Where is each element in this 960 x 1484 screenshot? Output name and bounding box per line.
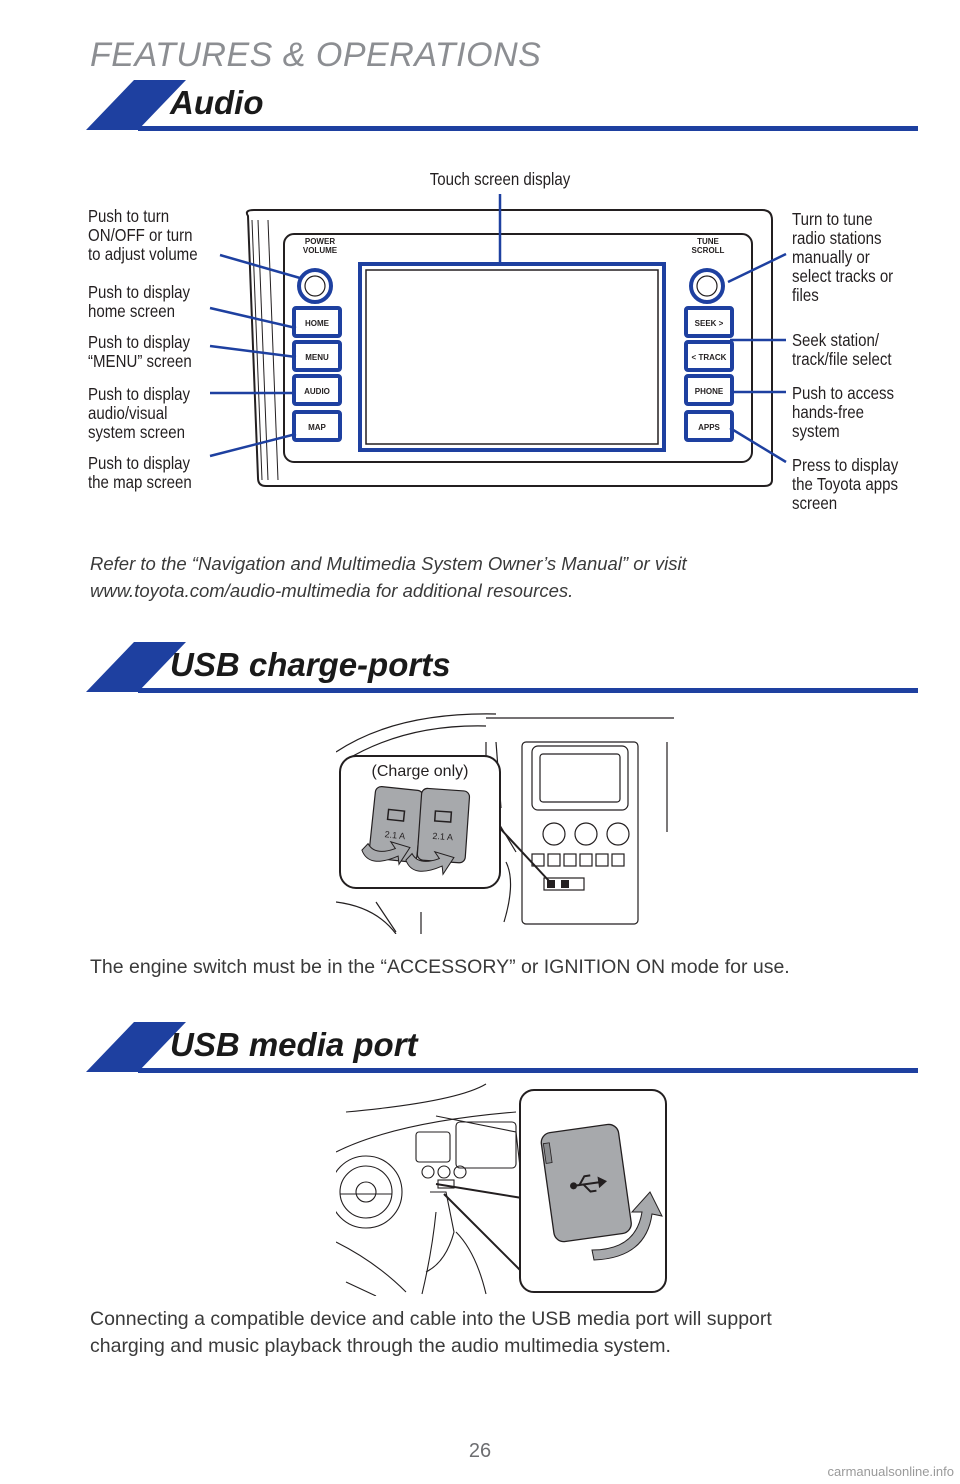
usb-charge-note: The engine switch must be in the “ACCESS… bbox=[90, 956, 790, 978]
lift-arrow-icon bbox=[591, 1191, 663, 1261]
section-banner-audio: Audio bbox=[86, 80, 918, 132]
left-button-audio[interactable]: AUDIO bbox=[292, 374, 342, 406]
audio-unit-diagram: POWER VOLUME TUNE SCROLL HOME MENU AUDIO MA… bbox=[209, 194, 787, 487]
port-rating-label: 2.1 A bbox=[384, 829, 405, 841]
page-header: FEATURES & OPERATIONS bbox=[90, 36, 542, 74]
callout-touch-screen: Touch screen display bbox=[429, 169, 571, 189]
section-title: Audio bbox=[170, 84, 264, 121]
tune-scroll-label-line1: TUNE bbox=[697, 237, 719, 246]
left-button-label: MAP bbox=[308, 423, 326, 432]
left-button-label: AUDIO bbox=[304, 387, 330, 396]
power-volume-label-line2: VOLUME bbox=[303, 246, 338, 255]
section-banner-shape bbox=[86, 1022, 918, 1073]
callout-power-volume: Push to turn ON/OFF or turn to adjust vo… bbox=[88, 206, 198, 264]
left-button-label: MENU bbox=[305, 353, 329, 362]
section-banner-shape bbox=[86, 80, 918, 131]
section-banner-usb-charge: USB charge-ports bbox=[86, 642, 918, 694]
usb-media-note: Connecting a compatible device and cable… bbox=[90, 1308, 772, 1357]
callout-map: Push to display the map screen bbox=[88, 453, 192, 492]
callout-menu: Push to display “MENU” screen bbox=[88, 332, 192, 371]
callout-audio: Push to display audio/visual system scre… bbox=[88, 384, 191, 442]
left-button-column: HOME MENU AUDIO MAP bbox=[292, 306, 342, 442]
tune-scroll-label-line2: SCROLL bbox=[692, 246, 725, 255]
right-button-track[interactable]: < TRACK bbox=[684, 340, 734, 372]
right-button-apps[interactable]: APPS bbox=[684, 410, 734, 442]
power-volume-label-line1: POWER bbox=[305, 237, 335, 246]
section-banner-usb-media: USB media port bbox=[86, 1022, 918, 1074]
lift-arrow-icon bbox=[405, 850, 455, 876]
audio-reference-note: Refer to the “Navigation and Multimedia … bbox=[90, 553, 687, 601]
callout-tune-scroll: Turn to tune radio stations manually or … bbox=[792, 209, 894, 305]
usb-media-port-diagram bbox=[336, 1083, 667, 1296]
right-button-label: APPS bbox=[698, 423, 720, 432]
callout-apps: Press to display the Toyota apps screen bbox=[792, 455, 899, 513]
callout-phone: Push to access hands-free system bbox=[792, 383, 895, 441]
left-button-label: HOME bbox=[305, 319, 330, 328]
right-button-column: SEEK > < TRACK PHONE APPS bbox=[684, 306, 734, 442]
section-banner-shape bbox=[86, 642, 918, 693]
left-button-menu[interactable]: MENU bbox=[292, 340, 342, 372]
left-button-home[interactable]: HOME bbox=[292, 306, 342, 338]
left-button-map[interactable]: MAP bbox=[292, 410, 342, 442]
section-title: USB media port bbox=[170, 1026, 418, 1063]
right-button-seek[interactable]: SEEK > bbox=[684, 306, 734, 338]
usb-charge-ports-diagram: (Charge only) 2.1 A 2.1 A bbox=[336, 713, 674, 934]
right-button-label: SEEK > bbox=[695, 319, 724, 328]
usb-icon bbox=[570, 1174, 608, 1193]
watermark: carmanualsonline.info bbox=[827, 1464, 954, 1479]
lift-arrow-icon bbox=[361, 840, 411, 866]
section-title: USB charge-ports bbox=[170, 646, 451, 683]
port-rating-label: 2.1 A bbox=[432, 831, 453, 842]
right-button-label: PHONE bbox=[695, 387, 724, 396]
charge-only-label: (Charge only) bbox=[372, 763, 469, 780]
right-button-label: < TRACK bbox=[692, 353, 727, 362]
right-button-phone[interactable]: PHONE bbox=[684, 374, 734, 406]
callout-seek: Seek station/ track/file select bbox=[792, 330, 892, 369]
page-number: 26 bbox=[468, 1440, 492, 1462]
callout-home: Push to display home screen bbox=[88, 282, 191, 321]
